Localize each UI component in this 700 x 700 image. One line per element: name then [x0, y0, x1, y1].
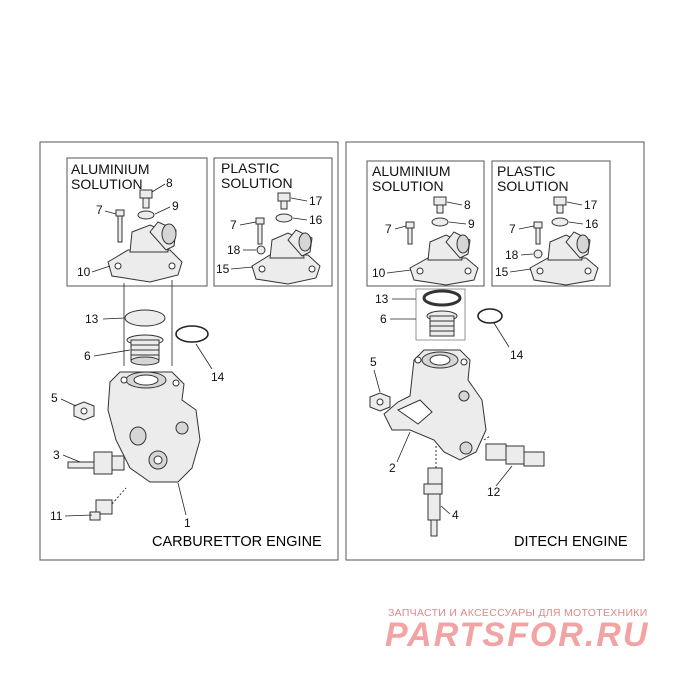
bolt-17-right — [553, 196, 567, 214]
callout-14: 14 — [211, 370, 225, 384]
callout-14-right: 14 — [510, 348, 524, 362]
callout-11: 11 — [50, 509, 63, 523]
thermostat-6 — [126, 334, 164, 366]
right-engine-title: DITECH ENGINE — [514, 534, 628, 550]
callout-12: 12 — [487, 485, 501, 499]
callout-17-right: 17 — [584, 198, 598, 212]
callout-7-right: 7 — [385, 222, 392, 236]
callout-17: 17 — [309, 194, 323, 208]
right-panel: ALUMINIUM SOLUTION 8 9 — [345, 141, 645, 561]
callout-8: 8 — [166, 176, 173, 190]
watermark-logo: PARTSFOR.RU — [385, 616, 650, 654]
washer-16-right — [551, 217, 569, 227]
callout-5-right: 5 — [370, 355, 377, 369]
washer-9 — [137, 210, 155, 220]
callout-7-plastic: 7 — [230, 218, 237, 232]
bolt-8-right — [433, 196, 447, 214]
callout-18: 18 — [227, 243, 241, 257]
spark-plug-4 — [423, 446, 443, 537]
nut-5 — [73, 401, 95, 421]
callout-6-right: 6 — [380, 312, 387, 326]
oring-14-right — [477, 308, 503, 324]
left-panel: ALUMINIUM SOLUTION 8 — [39, 141, 339, 561]
callout-16: 16 — [309, 213, 323, 227]
thermostat-6-right — [426, 310, 458, 337]
callout-4: 4 — [452, 508, 459, 522]
callout-13: 13 — [85, 312, 99, 326]
callout-9-right: 9 — [468, 217, 475, 231]
callout-1: 1 — [184, 516, 191, 530]
callout-16-right: 16 — [585, 217, 599, 231]
right-aluminium-box: ALUMINIUM SOLUTION 8 9 — [366, 160, 485, 287]
left-engine-title: CARBURETTOR ENGINE — [152, 534, 322, 550]
callout-15-right: 15 — [495, 265, 509, 279]
left-plastic-box: PLASTIC SOLUTION 17 16 — [213, 157, 333, 287]
screw-7-plastic — [255, 217, 265, 245]
right-aluminium-caption-1: ALUMINIUM — [372, 163, 451, 179]
right-aluminium-caption-2: SOLUTION — [372, 178, 444, 194]
washer-9-right — [431, 217, 449, 227]
screw-7-plastic-right — [533, 221, 543, 245]
callout-3: 3 — [53, 448, 60, 462]
left-aluminium-caption-2: SOLUTION — [71, 176, 143, 192]
callout-18-right: 18 — [505, 248, 519, 262]
callout-7-plastic-right: 7 — [509, 222, 516, 236]
callout-5: 5 — [51, 391, 58, 405]
right-panel-frame — [345, 141, 645, 561]
bolt-8 — [139, 189, 153, 209]
callout-2: 2 — [389, 461, 396, 475]
right-plastic-caption-1: PLASTIC — [497, 163, 555, 179]
left-aluminium-caption-1: ALUMINIUM — [71, 161, 150, 177]
housing-1 — [107, 371, 201, 483]
callout-9: 9 — [172, 199, 179, 213]
oring-14 — [175, 325, 209, 343]
callout-10-right: 10 — [372, 266, 386, 280]
callout-7: 7 — [96, 203, 103, 217]
cover-15-right — [529, 231, 599, 286]
watermark-tagline: ЗАПЧАСТИ И АКСЕССУАРЫ ДЛЯ МОТОТЕХНИКИ — [388, 607, 648, 619]
cover-10-right — [409, 231, 479, 286]
left-plastic-caption-1: PLASTIC — [221, 160, 279, 176]
insert-18-right — [533, 249, 543, 259]
callout-6: 6 — [84, 349, 91, 363]
cover-15 — [251, 229, 321, 285]
callout-15: 15 — [216, 262, 230, 276]
left-plastic-caption-2: SOLUTION — [221, 175, 293, 191]
left-panel-frame — [39, 141, 339, 561]
sensor-12 — [483, 435, 545, 467]
bolt-17 — [277, 192, 291, 210]
callout-13-right: 13 — [375, 292, 389, 306]
sensor-11 — [89, 487, 127, 521]
cover-10 — [107, 221, 183, 283]
right-plastic-box: PLASTIC SOLUTION 17 16 — [491, 160, 611, 287]
callout-10: 10 — [77, 265, 91, 279]
oring-13 — [124, 309, 166, 327]
screw-7-right — [405, 221, 415, 245]
nut-5-right — [369, 392, 391, 412]
sensor-3 — [67, 451, 125, 475]
washer-16 — [275, 213, 293, 223]
right-plastic-caption-2: SOLUTION — [497, 178, 569, 194]
insert-18 — [256, 245, 266, 255]
left-aluminium-box: ALUMINIUM SOLUTION 8 — [66, 157, 208, 287]
housing-2 — [383, 349, 487, 461]
screw-7 — [115, 209, 125, 243]
callout-8-right: 8 — [464, 198, 471, 212]
oring-13-right — [422, 289, 462, 307]
